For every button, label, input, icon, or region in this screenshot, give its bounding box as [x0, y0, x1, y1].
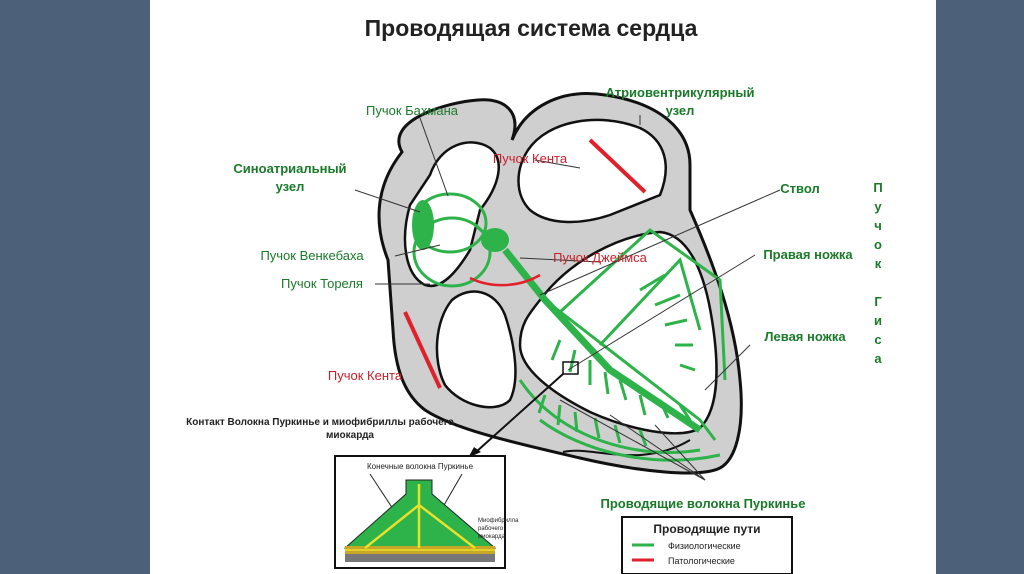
label-left-bundle: Левая ножка	[764, 329, 846, 344]
legend: Проводящие пути Физиологические Патологи…	[621, 516, 793, 574]
av-node	[481, 228, 509, 252]
svg-text:и: и	[874, 313, 882, 328]
svg-text:Миофибрилла: Миофибрилла	[478, 518, 519, 524]
svg-text:Конечные волокна Пуркинье: Конечные волокна Пуркинье	[367, 462, 474, 471]
label-right-bundle: Правая ножка	[763, 247, 853, 262]
label-kent-top: Пучок Кента	[493, 151, 568, 166]
label-purkinje: Проводящие волокна Пуркинье	[600, 496, 805, 511]
label-contact-2: миокарда	[326, 430, 374, 441]
label-james: Пучок Джеймса	[553, 250, 648, 265]
label-trunk: Ствол	[780, 181, 819, 196]
svg-text:П: П	[873, 180, 882, 195]
legend-title: Проводящие пути	[653, 522, 760, 536]
legend-label-physiological: Физиологические	[668, 541, 741, 551]
label-sa-node-2: узел	[276, 179, 305, 194]
label-wenckebach: Пучок Венкебаха	[260, 248, 364, 263]
label-his-bundle: П у ч о к Г и с а	[873, 180, 882, 366]
svg-text:а: а	[874, 351, 882, 366]
sinoatrial-node	[412, 200, 434, 250]
svg-text:с: с	[874, 332, 881, 347]
svg-text:миокарда: миокарда	[478, 534, 506, 540]
label-kent-bottom: Пучок Кента	[328, 368, 403, 383]
svg-text:рабочего: рабочего	[478, 526, 504, 532]
svg-text:к: к	[875, 256, 882, 271]
svg-text:о: о	[874, 237, 882, 252]
leader-lines	[354, 115, 781, 481]
svg-text:ч: ч	[874, 218, 882, 233]
label-sa-node-1: Синоатриальный	[233, 161, 346, 176]
svg-text:Г: Г	[874, 294, 882, 309]
label-av-node-2: узел	[666, 103, 695, 118]
label-bachmann: Пучок Бахмана	[366, 103, 459, 118]
magnifier-box	[562, 361, 579, 375]
label-contact-1: Контакт Волокна Пуркинье и миофибриллы р…	[186, 416, 454, 428]
magnifier-arrow	[475, 373, 564, 453]
page-title: Проводящая система сердца	[365, 15, 698, 41]
physiological-pathways	[412, 192, 727, 462]
purkinje-inset: Конечные волокна Пуркинье Миофибрилла ра…	[334, 455, 519, 569]
label-av-node-1: Атриовентрикулярный	[606, 85, 755, 100]
label-thorel: Пучок Тореля	[281, 276, 363, 291]
svg-text:у: у	[874, 199, 882, 214]
legend-label-pathological: Патологические	[668, 556, 735, 566]
pathological-pathways	[403, 138, 647, 389]
